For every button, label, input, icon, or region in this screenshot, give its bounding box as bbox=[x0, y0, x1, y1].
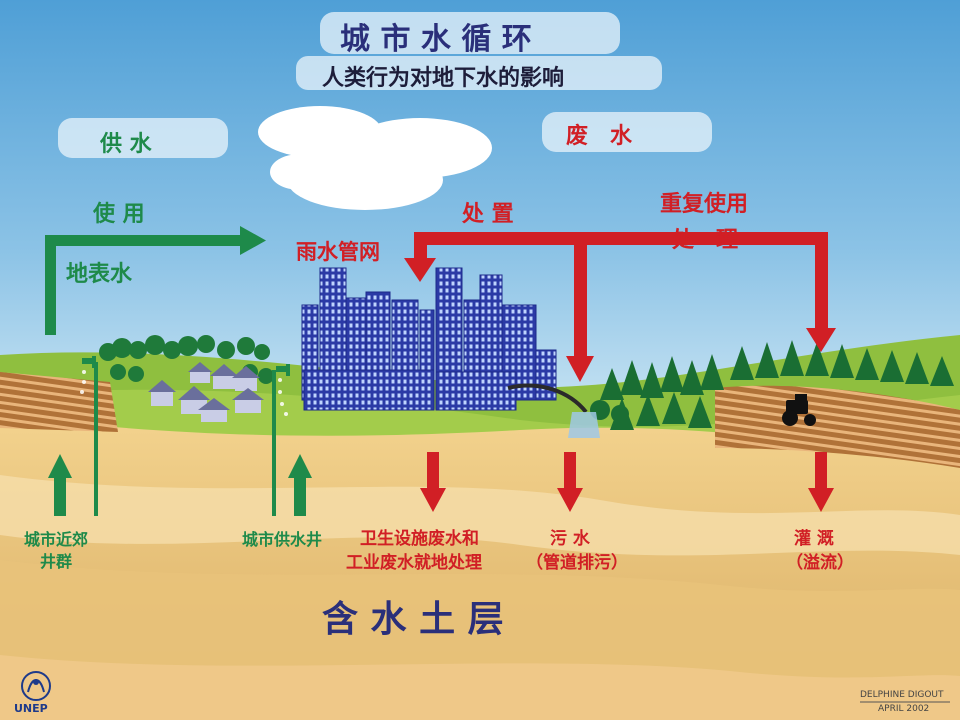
credit-author: DELPHINE DIGOUT bbox=[860, 690, 944, 700]
label-use: 使 用 bbox=[93, 202, 145, 227]
label-wastewater: 废 水 bbox=[566, 124, 633, 149]
label-supply: 供 水 bbox=[100, 132, 152, 157]
sewer-pipe bbox=[507, 383, 588, 414]
wastewater-arrows bbox=[404, 232, 836, 382]
water-drops bbox=[80, 370, 288, 416]
label-surface-water: 地表水 bbox=[66, 262, 133, 287]
recharge-arrows-up bbox=[48, 454, 312, 516]
label-stormwater: 雨水管网 bbox=[296, 240, 380, 264]
credit-date: APRIL 2002 bbox=[878, 704, 930, 714]
label-irrigation-line1: 灌 溉 bbox=[794, 529, 834, 549]
supply-arrow bbox=[45, 226, 266, 335]
house-icon bbox=[148, 362, 264, 422]
sewage-outflow bbox=[568, 412, 600, 438]
label-peri-urban-wells-line1: 城市近郊 bbox=[24, 530, 89, 549]
subtitle: 人类行为对地下水的影响 bbox=[322, 66, 565, 91]
field-left bbox=[0, 372, 118, 432]
label-reuse: 重复使用 bbox=[660, 192, 749, 217]
tractor-icon bbox=[782, 394, 816, 426]
label-city-wells: 城市供水井 bbox=[242, 530, 323, 549]
unep-logo-icon bbox=[21, 671, 51, 701]
label-aquifer: 含 水 土 层 bbox=[322, 599, 504, 640]
label-sewage-line2: （管道排污） bbox=[526, 553, 628, 573]
label-backdrops bbox=[58, 12, 712, 158]
label-peri-urban-wells-line2: 井群 bbox=[40, 552, 73, 571]
well-pipes bbox=[94, 362, 276, 516]
soil-band bbox=[0, 475, 960, 556]
label-treatment: 处 理 bbox=[672, 228, 739, 253]
label-irrigation-line2: （溢流） bbox=[786, 553, 854, 573]
field-right bbox=[715, 385, 960, 468]
tree-icon bbox=[99, 335, 274, 384]
label-disposal: 处 置 bbox=[462, 202, 514, 227]
cloud-icon bbox=[258, 106, 492, 210]
label-onsite-treatment-line2: 工业废水就地处理 bbox=[346, 553, 482, 573]
soil-band-lower bbox=[0, 655, 960, 720]
conifer-trees bbox=[590, 340, 954, 430]
label-sewage-line1: 污 水 bbox=[550, 529, 590, 549]
label-onsite-treatment-line1: 卫生设施废水和 bbox=[360, 529, 479, 549]
infiltration-arrows-down bbox=[420, 452, 834, 512]
title: 城 市 水 循 环 bbox=[340, 22, 532, 57]
credit-org: UNEP bbox=[14, 702, 48, 715]
building-icon bbox=[301, 267, 557, 411]
